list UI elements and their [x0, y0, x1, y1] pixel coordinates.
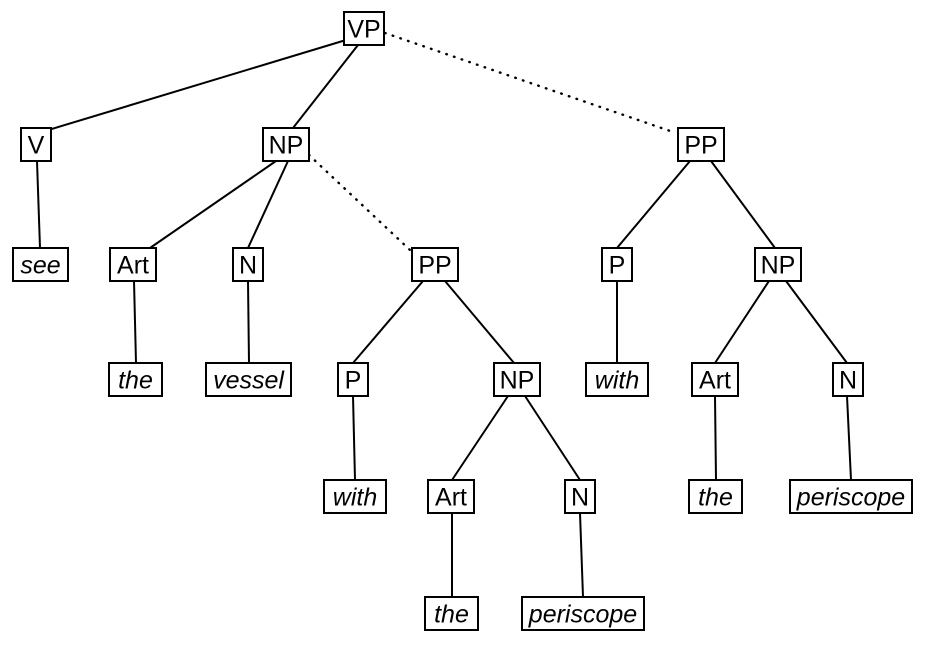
tree-edge-np1-to-pp-mid	[307, 153, 412, 252]
tree-edge-vp-to-np1	[292, 44, 359, 129]
node-label-np1: NP	[269, 132, 304, 160]
tree-node-np1[interactable]: NP	[262, 127, 310, 162]
node-label-with-m: with	[333, 484, 377, 512]
tree-edge-np-mid-to-art-mid	[451, 395, 509, 481]
tree-edge-n1-to-vessel	[247, 280, 250, 364]
node-box-see	[12, 247, 69, 282]
node-label-p-right: P	[609, 252, 626, 280]
tree-node-np-right[interactable]: NP	[754, 247, 802, 282]
node-box-persc-r	[789, 479, 913, 514]
node-box-persc-m	[521, 596, 645, 631]
node-box-n1	[232, 247, 264, 282]
tree-node-the1[interactable]: the	[108, 362, 163, 397]
tree-node-with-m[interactable]: with	[323, 479, 387, 514]
tree-node-n-right[interactable]: N	[832, 362, 864, 397]
node-label-art-right: Art	[699, 367, 731, 395]
node-label-n-right: N	[839, 367, 857, 395]
tree-edge-np-right-to-n-right	[785, 280, 848, 364]
node-box-pp-right	[677, 127, 725, 162]
tree-edge-np-mid-to-n-mid	[524, 395, 581, 481]
tree-node-pp-mid[interactable]: PP	[411, 247, 459, 282]
node-box-n-right	[832, 362, 864, 397]
node-box-p-right	[601, 247, 633, 282]
tree-edge-np1-to-n1	[247, 160, 289, 249]
node-label-p-mid: P	[345, 367, 362, 395]
node-label-the-right: the	[698, 484, 733, 512]
node-label-persc-r: periscope	[796, 484, 905, 512]
tree-node-vessel[interactable]: vessel	[205, 362, 292, 397]
node-box-art-right	[691, 362, 739, 397]
node-label-np-right: NP	[761, 252, 796, 280]
edge-layer	[36, 31, 852, 598]
tree-node-persc-r[interactable]: periscope	[789, 479, 913, 514]
node-box-p-mid	[337, 362, 369, 397]
node-label-n-mid: N	[571, 484, 589, 512]
tree-edge-art-right-to-the-right	[714, 395, 717, 481]
node-label-pp-right: PP	[684, 132, 717, 160]
tree-edge-pp-right-to-np-right	[710, 160, 776, 249]
tree-edge-pp-mid-to-np-mid	[444, 280, 515, 364]
tree-edge-vp-to-pp-right	[383, 31, 678, 135]
node-box-pp-mid	[411, 247, 459, 282]
node-box-v	[20, 127, 52, 162]
node-box-with-m	[323, 479, 387, 514]
tree-node-n1[interactable]: N	[232, 247, 264, 282]
tree-edge-art1-to-the1	[133, 280, 137, 364]
node-box-np1	[262, 127, 310, 162]
node-label-the1: the	[118, 367, 153, 395]
tree-node-art-right[interactable]: Art	[691, 362, 739, 397]
node-label-the-mid: the	[434, 601, 469, 629]
node-label-persc-m: periscope	[528, 601, 637, 629]
tree-edge-n-right-to-persc-r	[846, 395, 852, 481]
node-label-v: V	[28, 132, 45, 160]
node-box-n-mid	[564, 479, 596, 514]
tree-edge-pp-mid-to-p-mid	[352, 280, 424, 364]
node-box-the1	[108, 362, 163, 397]
tree-node-art1[interactable]: Art	[109, 247, 157, 282]
tree-edge-p-mid-to-with-m	[352, 395, 356, 481]
tree-edge-pp-right-to-p-right	[616, 160, 691, 249]
node-label-with-r: with	[595, 367, 639, 395]
tree-edge-v-to-see	[36, 160, 41, 249]
node-label-np-mid: NP	[500, 367, 535, 395]
node-label-vessel: vessel	[213, 367, 285, 395]
tree-node-vp[interactable]: VP	[343, 11, 385, 46]
tree-node-v[interactable]: V	[20, 127, 52, 162]
node-label-pp-mid: PP	[418, 252, 451, 280]
tree-node-np-mid[interactable]: NP	[493, 362, 541, 397]
node-label-vp: VP	[347, 16, 380, 44]
node-box-the-mid	[424, 596, 479, 631]
node-label-art1: Art	[117, 252, 149, 280]
node-box-with-r	[585, 362, 649, 397]
node-label-see: see	[20, 252, 60, 280]
tree-node-with-r[interactable]: with	[585, 362, 649, 397]
node-box-vessel	[205, 362, 292, 397]
tree-edge-np-right-to-art-right	[714, 280, 770, 364]
node-box-art-mid	[427, 479, 475, 514]
tree-edge-np1-to-art1	[149, 160, 277, 249]
node-box-vp	[343, 11, 385, 46]
tree-node-the-mid[interactable]: the	[424, 596, 479, 631]
tree-edge-vp-to-v	[44, 39, 347, 132]
tree-node-see[interactable]: see	[12, 247, 69, 282]
tree-node-persc-m[interactable]: periscope	[521, 596, 645, 631]
tree-node-art-mid[interactable]: Art	[427, 479, 475, 514]
tree-node-pp-right[interactable]: PP	[677, 127, 725, 162]
node-label-n1: N	[239, 252, 257, 280]
node-box-np-mid	[493, 362, 541, 397]
node-box-np-right	[754, 247, 802, 282]
tree-node-p-mid[interactable]: P	[337, 362, 369, 397]
node-label-art-mid: Art	[435, 484, 467, 512]
node-box-art1	[109, 247, 157, 282]
tree-edge-n-mid-to-persc-m	[579, 512, 584, 598]
tree-node-the-right[interactable]: the	[688, 479, 743, 514]
tree-node-p-right[interactable]: P	[601, 247, 633, 282]
node-box-the-right	[688, 479, 743, 514]
tree-node-n-mid[interactable]: N	[564, 479, 596, 514]
